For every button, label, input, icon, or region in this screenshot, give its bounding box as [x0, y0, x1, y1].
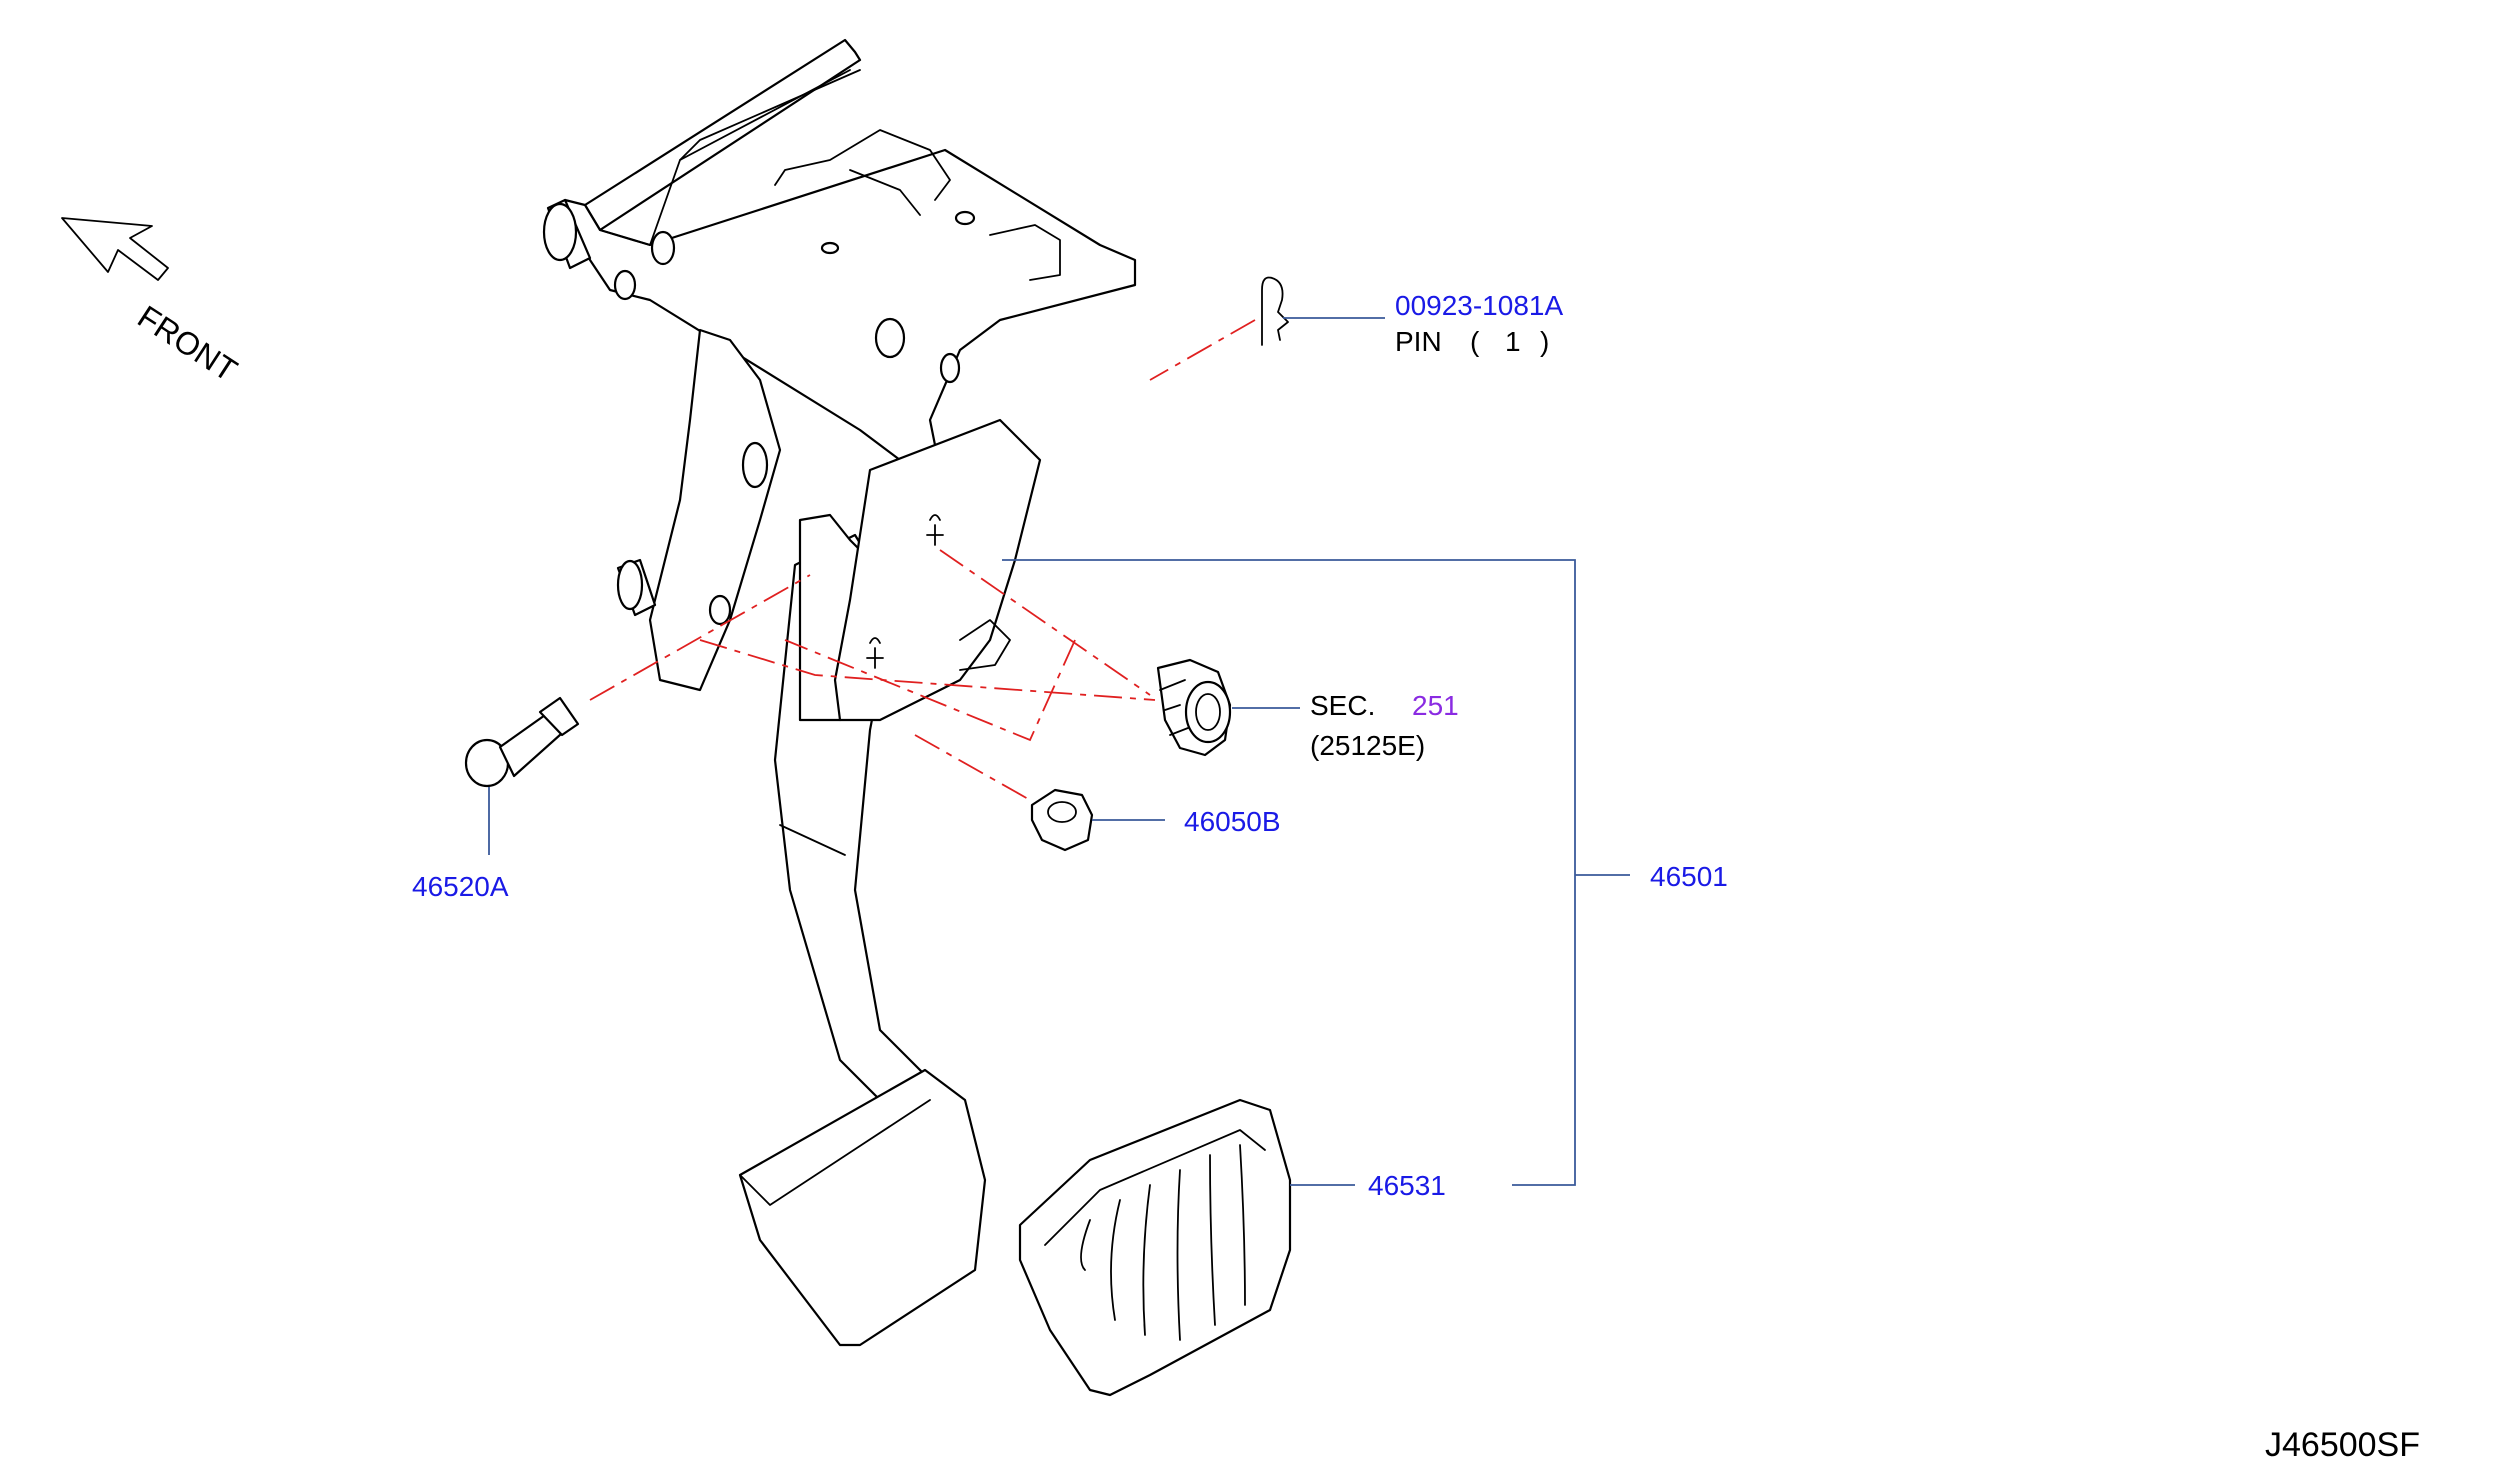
callout-clevis-part-no[interactable]: 46520A [412, 871, 509, 902]
switch-component [1156, 658, 1232, 757]
callout-assembly-part-no[interactable]: 46501 [1650, 861, 1728, 892]
pedal-bracket [542, 38, 1137, 472]
nut-46050b [1030, 788, 1094, 852]
pedal-arm [773, 418, 1042, 1102]
pin-clip-icon [1261, 276, 1289, 346]
clevis-pin-46520a [464, 696, 580, 788]
callout-pin-qty-open: ( [1470, 326, 1480, 357]
callout-pin-qty: 1 [1505, 326, 1521, 357]
front-arrow-icon [61, 217, 169, 281]
callout-pin-part-no[interactable]: 00923-1081A [1395, 290, 1564, 321]
drawing-code: J46500SF [2265, 1426, 2420, 1464]
left-pedal-pad [738, 1068, 987, 1347]
callout-pad-part-no[interactable]: 46531 [1368, 1170, 1446, 1201]
callout-nut-part-no[interactable]: 46050B [1184, 806, 1281, 837]
callout-sec-sub: (25125E) [1310, 730, 1426, 761]
callout-pin-qty-close: ) [1540, 326, 1550, 357]
assembly-dash-lines [589, 319, 1256, 801]
callout-sec-label: SEC. [1310, 690, 1376, 721]
leader-lines [488, 317, 1630, 1186]
side-plate [616, 328, 782, 692]
callout-pin-desc: PIN [1395, 326, 1442, 357]
callout-sec-number[interactable]: 251 [1412, 690, 1459, 721]
pedal-pad-46531 [1018, 1098, 1292, 1397]
